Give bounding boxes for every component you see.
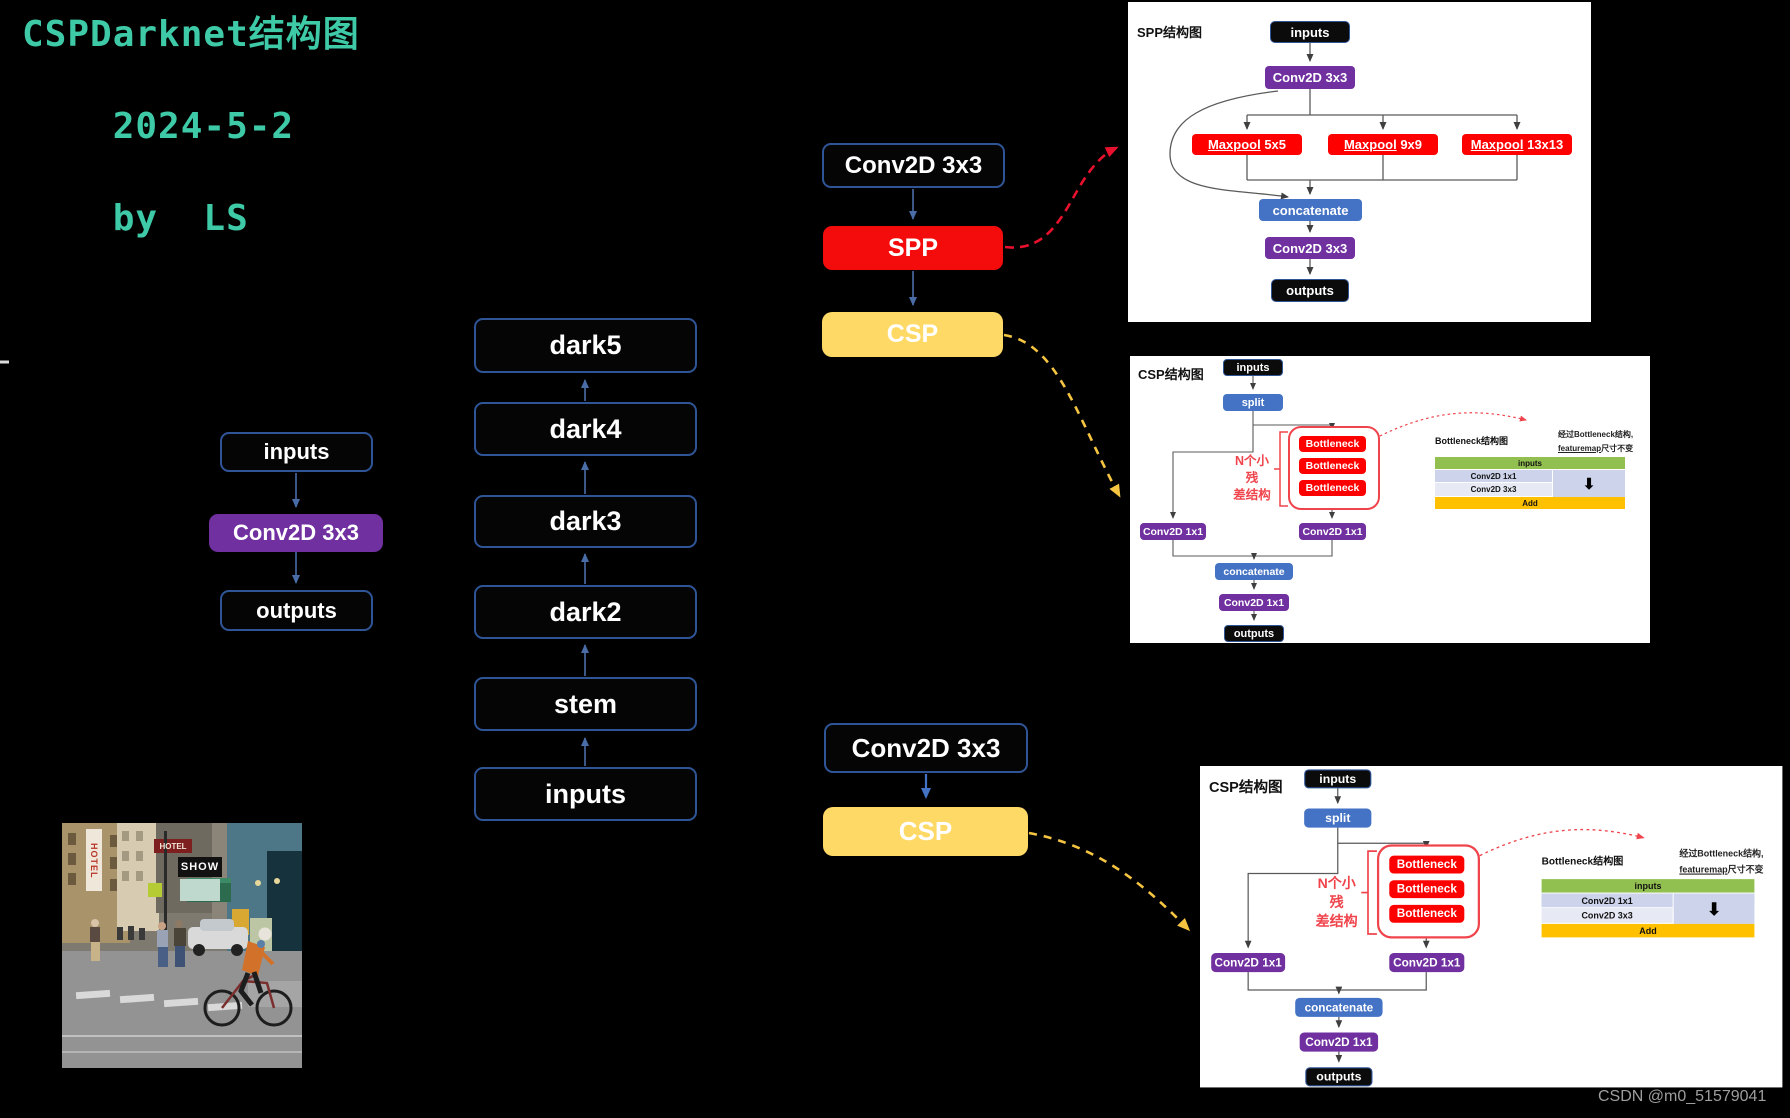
bn-down-arrow-icon: ⬇ [1673, 893, 1755, 924]
bn-row-add: Add [1435, 497, 1625, 510]
residual-note-line2: 差结构 [1315, 913, 1358, 930]
spp-conv-out-box: Conv2D 3x3 [1265, 237, 1355, 259]
hotel-vertical-sign: HOTEL [89, 843, 99, 879]
bn-row-conv2: Conv2D 3x3 [1435, 483, 1553, 496]
bottleneck-box-1: Bottleneck [1299, 436, 1366, 452]
csp-conv-left-box: Conv2D 1x1 [1140, 523, 1206, 540]
head-csp-box: CSP [823, 807, 1028, 856]
stage-dark3-box: dark3 [474, 495, 697, 548]
bottleneck-box-1: Bottleneck [1389, 855, 1465, 874]
watermark: CSDN @m0_51579041 [1598, 1088, 1767, 1105]
csp-panel-title: CSP结构图 [1138, 367, 1204, 382]
street-photo-art [62, 823, 302, 1068]
backbone-inputs-box: inputs [220, 432, 373, 472]
bottleneck-detail-note: 经过Bottleneck结构, featuremap尺寸不变 [1558, 428, 1640, 455]
residual-note: N个小残差结构 [1230, 453, 1274, 504]
spp-maxpool-13x13-box: Maxpool 13x13 [1462, 134, 1572, 155]
spp-structure-panel: SPP结构图 inputs Conv2D 3x3 Maxpool 5x5 Max… [1128, 2, 1591, 322]
csp-split-box: split [1304, 808, 1372, 828]
residual-note-line1: N个小残 [1317, 875, 1356, 911]
spp-box: SPP [823, 226, 1003, 270]
residual-note-line1: N个小残 [1234, 454, 1270, 485]
csp-structure-panel-2: CSP结构图 inputs split Bottleneck Bottlenec… [1200, 766, 1783, 1088]
stage-inputs-box: inputs [474, 767, 697, 821]
title-line1: CSPDarknet结构图 [22, 14, 360, 55]
csp-inputs-box: inputs [1304, 769, 1372, 789]
bottleneck-detail-title: Bottleneck结构图 [1435, 436, 1509, 446]
residual-note: N个小残差结构 [1312, 875, 1361, 932]
bottleneck-box-3: Bottleneck [1299, 480, 1366, 496]
spp-panel-title: SPP结构图 [1137, 25, 1203, 40]
bn-row-inputs: inputs [1541, 879, 1755, 894]
csp-concatenate-box: concatenate [1295, 997, 1383, 1017]
csp-structure-panel-1: CSP结构图 inputs split Bottleneck Bottlenec… [1130, 356, 1650, 643]
bn-row-add: Add [1541, 923, 1755, 939]
bottleneck-detail-note: 经过Bottleneck结构, featuremap尺寸不变 [1679, 847, 1771, 877]
bottleneck-table: inputs Conv2D 1x1 Conv2D 3x3 ⬇ Add [1435, 457, 1625, 510]
csp-outputs-box: outputs [1224, 625, 1284, 642]
stage-stem-box: stem [474, 677, 697, 731]
spp-inputs-box: inputs [1270, 21, 1350, 43]
csp-conv-out-box: Conv2D 1x1 [1219, 594, 1289, 611]
head-conv-box: Conv2D 3x3 [824, 723, 1028, 773]
spp-maxpool-5x5-box: Maxpool 5x5 [1192, 134, 1302, 155]
bn-row-conv2: Conv2D 3x3 [1541, 908, 1674, 923]
show-sign: SHOW [180, 861, 220, 873]
spp-outputs-box: outputs [1271, 279, 1349, 302]
csp-conv-right-box: Conv2D 1x1 [1389, 953, 1465, 973]
csp-conv-out-box: Conv2D 1x1 [1299, 1032, 1379, 1052]
csp-split-box: split [1223, 394, 1283, 411]
bn-row-conv1: Conv2D 1x1 [1541, 893, 1674, 908]
stage-dark5-box: dark5 [474, 318, 697, 373]
bottleneck-detail-title: Bottleneck结构图 [1541, 855, 1624, 867]
neck-conv-box: Conv2D 3x3 [822, 143, 1005, 188]
bn-note-line2-rest: 尺寸不变 [1727, 864, 1764, 875]
csp-outputs-box: outputs [1305, 1067, 1373, 1087]
stage-dark2-box: dark2 [474, 585, 697, 639]
csp-conv-left-box: Conv2D 1x1 [1211, 953, 1286, 973]
bn-row-conv1: Conv2D 1x1 [1435, 470, 1553, 482]
title-line2: 2024-5-2 [112, 106, 295, 148]
bottleneck-box-2: Bottleneck [1389, 880, 1465, 899]
maxpool-size: 13x13 [1527, 137, 1564, 152]
bottleneck-table: inputs Conv2D 1x1 Conv2D 3x3 ⬇ Add [1541, 879, 1755, 939]
maxpool-label: Maxpool [1207, 137, 1261, 152]
maxpool-size: 9x9 [1400, 137, 1423, 152]
bn-note-line1: 经过Bottleneck结构, [1558, 430, 1634, 439]
backbone-conv-box: Conv2D 3x3 [209, 514, 383, 552]
stage-dark4-box: dark4 [474, 402, 697, 456]
csp-box: CSP [822, 312, 1003, 357]
bn-row-inputs: inputs [1435, 457, 1625, 470]
csp-concatenate-box: concatenate [1215, 563, 1293, 580]
page-title: CSPDarknet结构图 2024-5-2 by LS [22, 12, 360, 288]
residual-note-line2: 差结构 [1233, 487, 1271, 502]
bottleneck-box-2: Bottleneck [1299, 458, 1366, 474]
bn-note-line1: 经过Bottleneck结构, [1679, 848, 1764, 859]
bn-note-featuremap: featuremap [1679, 864, 1728, 875]
csp-conv-right-box: Conv2D 1x1 [1299, 523, 1366, 540]
maxpool-label: Maxpool [1343, 137, 1397, 152]
bn-note-line2-rest: 尺寸不变 [1601, 443, 1634, 453]
street-photo: HOTEL HOTEL SHOW [62, 823, 302, 1068]
bottleneck-box-3: Bottleneck [1389, 904, 1465, 923]
title-line3: by LS [112, 198, 249, 240]
spp-concatenate-box: concatenate [1259, 199, 1362, 221]
spp-conv-in-box: Conv2D 3x3 [1265, 66, 1355, 89]
hotel-horizontal-sign: HOTEL [159, 841, 187, 851]
maxpool-size: 5x5 [1264, 137, 1287, 152]
spp-maxpool-9x9-box: Maxpool 9x9 [1328, 134, 1438, 155]
backbone-outputs-box: outputs [220, 590, 373, 631]
bn-note-featuremap: featuremap [1558, 443, 1602, 453]
maxpool-label: Maxpool [1470, 137, 1524, 152]
bn-down-arrow-icon: ⬇ [1553, 470, 1625, 497]
spp-connectors [1169, 43, 1521, 275]
csp-panel-title: CSP结构图 [1208, 778, 1283, 796]
csp-inputs-box: inputs [1223, 359, 1283, 376]
